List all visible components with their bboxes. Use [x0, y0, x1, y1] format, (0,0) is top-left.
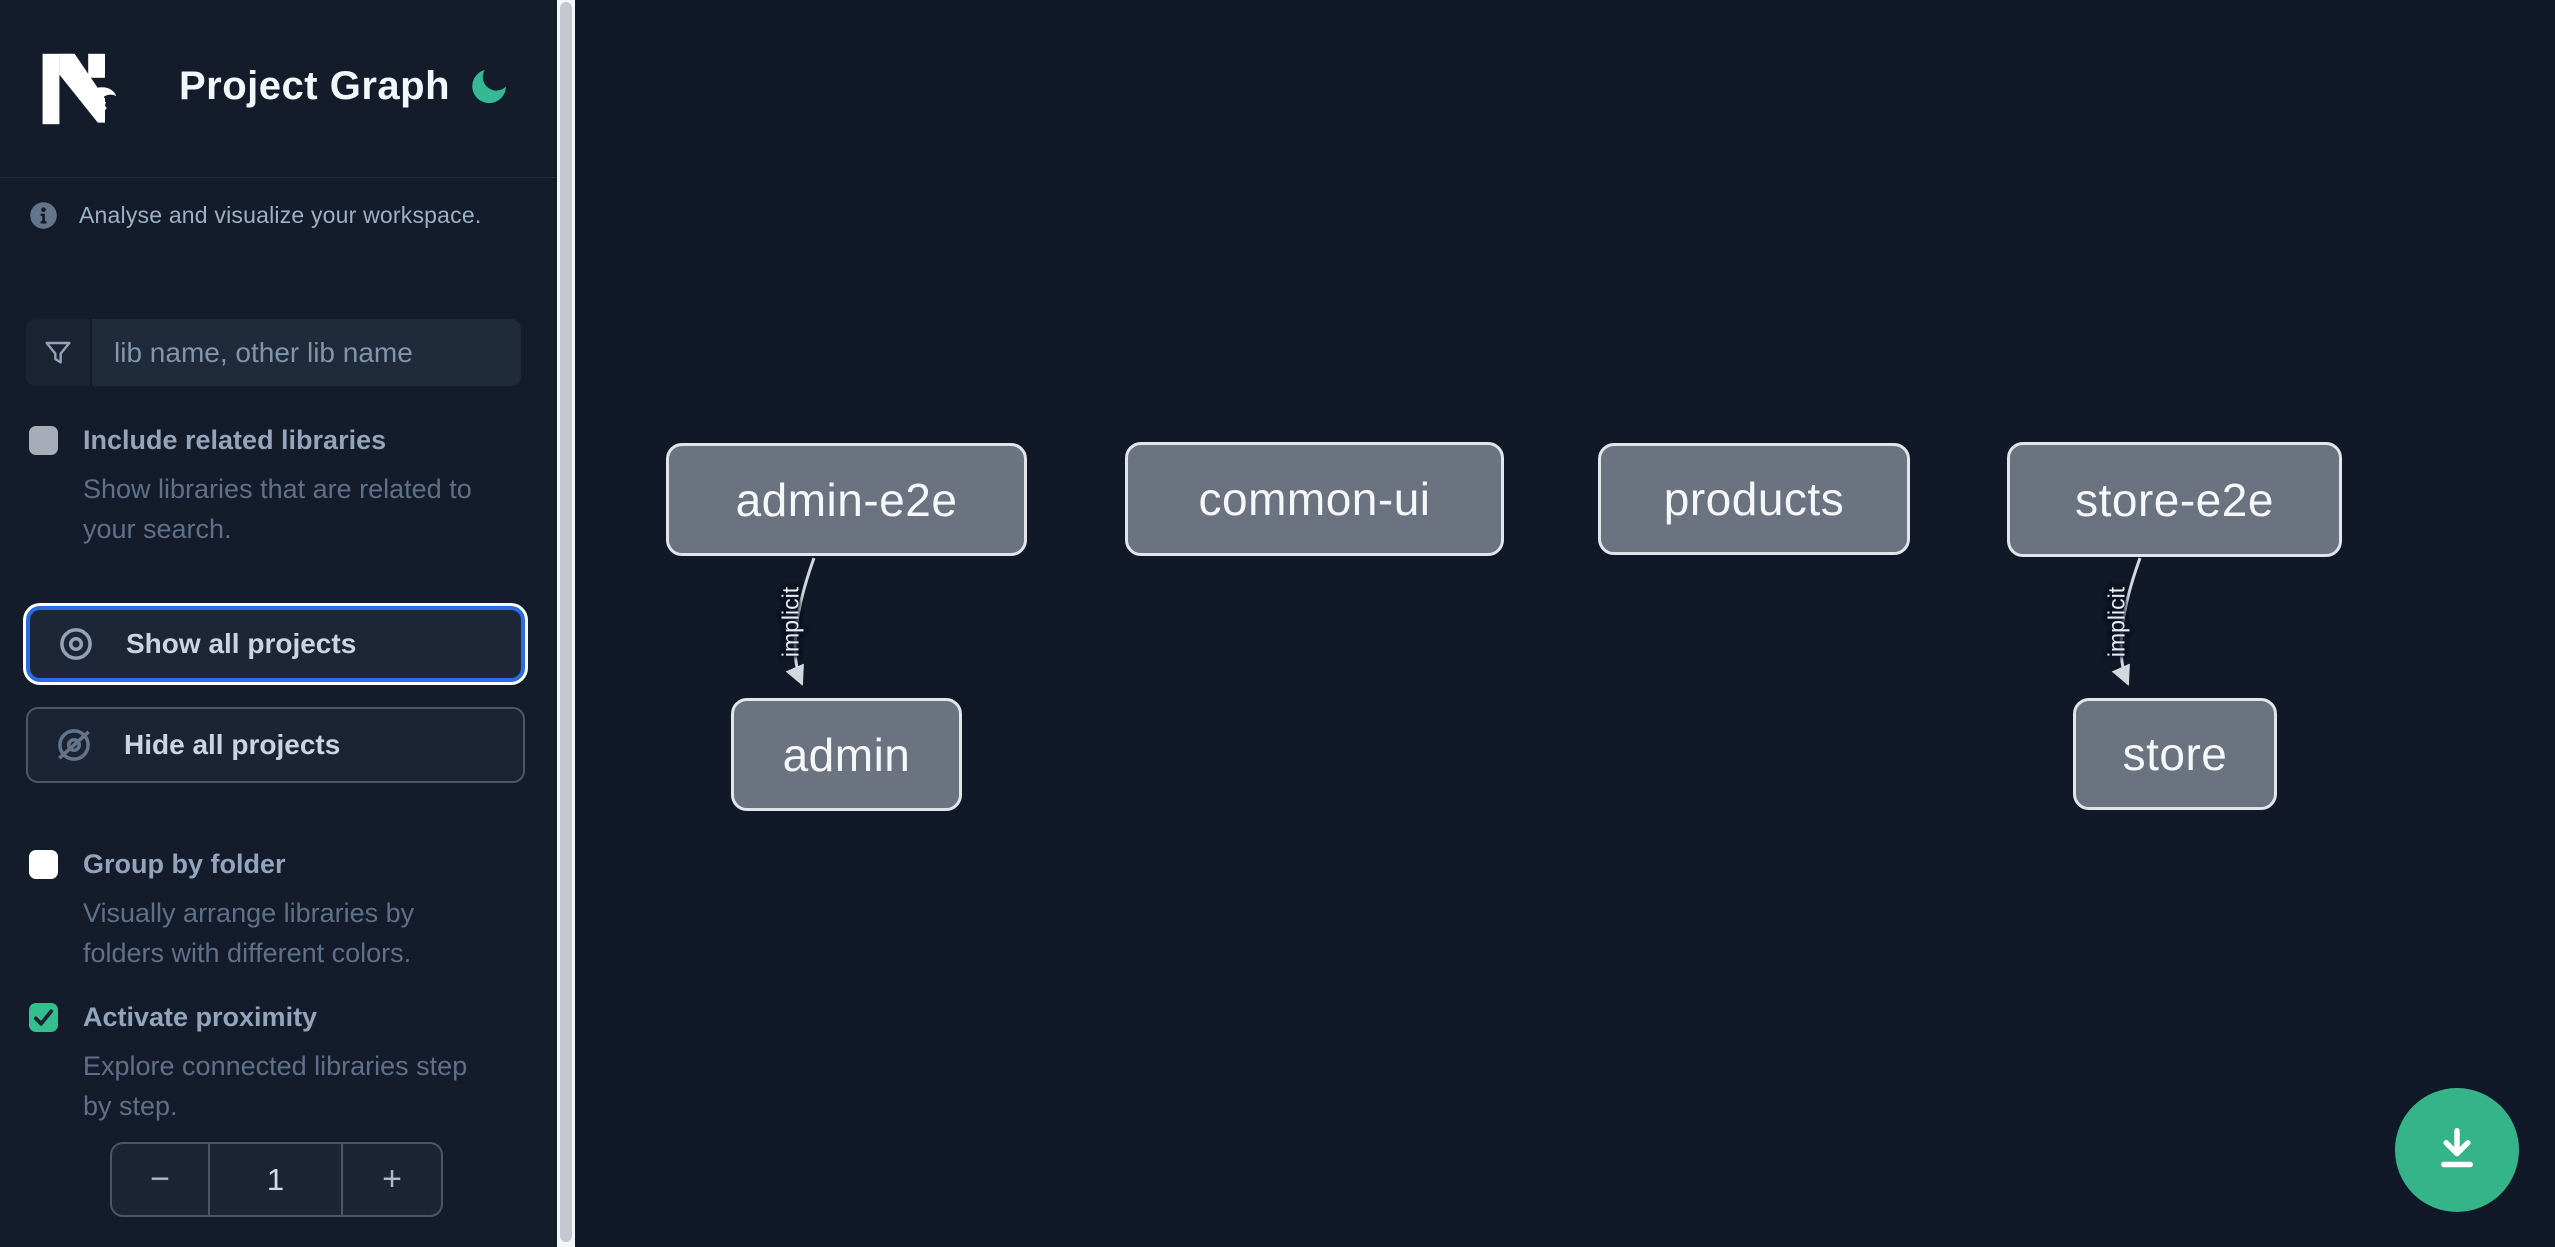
- option-include-related: Include related libraries Show libraries…: [29, 425, 529, 549]
- download-graph-button[interactable]: [2395, 1088, 2519, 1212]
- option-description: Explore connected libraries step by step…: [83, 1051, 468, 1121]
- option-group-by-folder: Group by folder Visually arrange librari…: [29, 849, 529, 973]
- nx-logo-icon[interactable]: [41, 52, 121, 126]
- eye-off-icon: [58, 729, 90, 761]
- proximity-depth-stepper: − 1 +: [110, 1142, 443, 1217]
- checkbox-activate-proximity[interactable]: [29, 1003, 58, 1032]
- show-all-projects-button[interactable]: Show all projects: [26, 606, 525, 682]
- workspace-info: Analyse and visualize your workspace.: [29, 201, 481, 230]
- check-icon: [33, 1009, 54, 1026]
- increment-button[interactable]: +: [343, 1144, 441, 1215]
- hide-all-projects-label: Hide all projects: [124, 729, 341, 760]
- page-title: Project Graph: [179, 64, 451, 108]
- info-text: Analyse and visualize your workspace.: [79, 202, 482, 228]
- info-icon: [30, 202, 57, 229]
- edge-admin-e2e-admin: [785, 557, 816, 686]
- stepper-value: 1: [208, 1144, 343, 1215]
- edge-store-e2e-store: [2111, 557, 2142, 686]
- show-all-projects-label: Show all projects: [126, 628, 357, 659]
- graph-node-store-e2e[interactable]: store-e2e: [2007, 442, 2342, 557]
- graph-node-products[interactable]: products: [1598, 443, 1910, 555]
- moon-icon: [472, 69, 506, 103]
- edge-label-implicit: implicit: [2103, 586, 2130, 658]
- search-box: [26, 319, 521, 386]
- graph-node-store[interactable]: store: [2073, 698, 2277, 810]
- option-label[interactable]: Group by folder: [83, 849, 286, 879]
- search-input[interactable]: [92, 319, 521, 386]
- graph-node-admin[interactable]: admin: [731, 698, 962, 811]
- graph-edges: [785, 557, 2142, 686]
- eye-icon: [60, 628, 92, 660]
- filter-icon-zone: [26, 319, 92, 386]
- filter-funnel-icon: [45, 341, 71, 364]
- option-activate-proximity: Activate proximity Explore connected lib…: [29, 1002, 529, 1126]
- option-label[interactable]: Activate proximity: [83, 1002, 318, 1032]
- sidebar-scrollbar[interactable]: [557, 0, 575, 1247]
- download-icon: [2440, 1127, 2474, 1168]
- sidebar-header: Project Graph: [0, 0, 557, 178]
- edge-label-implicit: implicit: [777, 586, 804, 658]
- graph-node-admin-e2e[interactable]: admin-e2e: [666, 443, 1027, 556]
- sidebar-scrollbar-thumb[interactable]: [560, 2, 572, 1242]
- hide-all-projects-button[interactable]: Hide all projects: [26, 707, 525, 783]
- decrement-button[interactable]: −: [112, 1144, 208, 1215]
- option-label[interactable]: Include related libraries: [83, 425, 387, 455]
- sidebar: Project Graph Analyse and visualize your…: [0, 0, 557, 1247]
- option-description: Show libraries that are related to your …: [83, 474, 472, 544]
- checkbox-group-by-folder[interactable]: [29, 850, 58, 879]
- theme-toggle-button[interactable]: [462, 62, 514, 114]
- graph-node-common-ui[interactable]: common-ui: [1125, 442, 1504, 556]
- graph-canvas[interactable]: implicit implicit admin-e2e common-ui pr…: [575, 0, 2555, 1247]
- option-description: Visually arrange libraries by folders wi…: [83, 898, 415, 968]
- checkbox-include-related[interactable]: [29, 426, 58, 455]
